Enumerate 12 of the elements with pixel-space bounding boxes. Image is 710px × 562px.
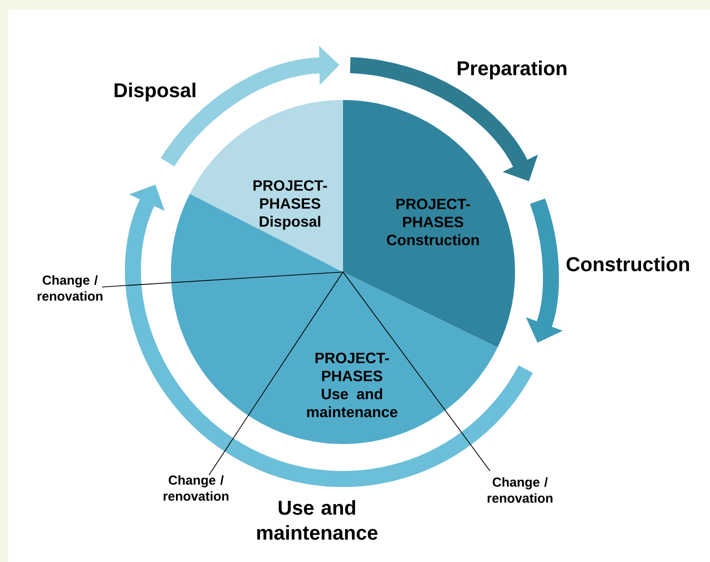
phase-label: Preparation: [458, 60, 566, 80]
callout-text: Change / renovation: [164, 475, 228, 501]
callout-text: Change / renovation: [38, 275, 102, 301]
callout-text: Change / renovation: [488, 477, 552, 503]
pie-slice: PROJECT-PHASES Construction: [343, 100, 515, 348]
leader-line: [342, 272, 490, 472]
phase-label: Disposal: [114, 82, 196, 102]
leader-line: [208, 272, 344, 476]
pie-slice: PROJECT-PHASES Disposal: [190, 100, 343, 272]
phase-label: Construction: [566, 256, 689, 272]
leader-line: [102, 272, 344, 288]
phase-label: Use and maintenance: [257, 500, 378, 540]
